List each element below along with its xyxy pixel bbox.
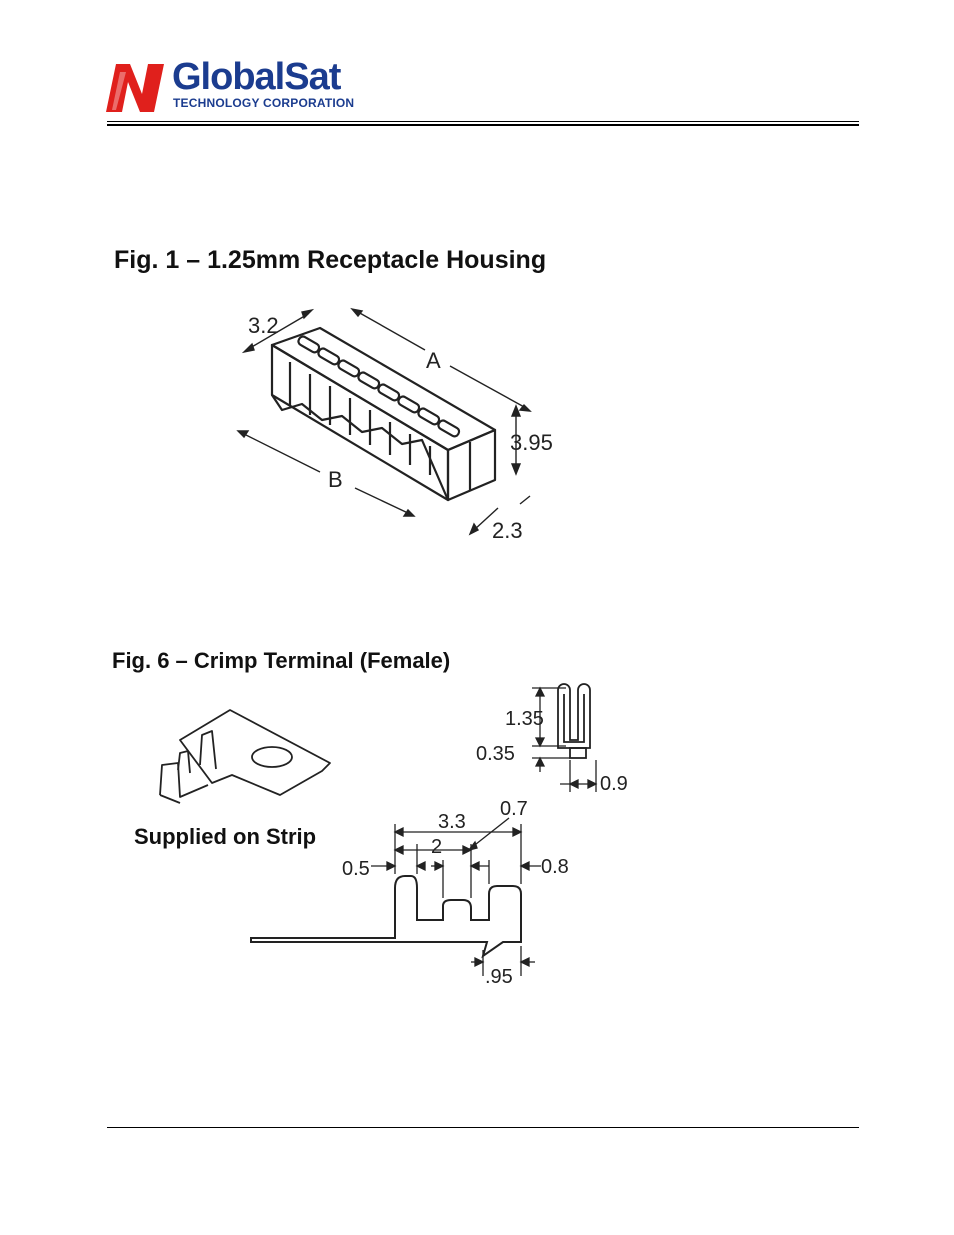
- dim-length-b-label: B: [328, 467, 343, 492]
- end-width-label: 0.9: [600, 773, 628, 795]
- logo-wordmark: GlobalSat: [172, 56, 340, 99]
- logo-subtitle: TECHNOLOGY CORPORATION: [173, 96, 354, 110]
- dim-depth-label: 2.3: [492, 518, 523, 543]
- side-overall-label: 3.3: [438, 811, 466, 833]
- dim-length-a-label: A: [426, 348, 441, 373]
- globalsat-logo: GlobalSat TECHNOLOGY CORPORATION: [106, 60, 366, 116]
- globalsat-mark-icon: [106, 64, 166, 112]
- side-slot-label: 0.7: [500, 798, 528, 820]
- dim-width-label: 3.2: [248, 313, 279, 338]
- end-gap-label: 0.35: [476, 743, 515, 765]
- figure1-title: Fig. 1 – 1.25mm Receptacle Housing: [114, 246, 546, 275]
- dim-height-label: 3.95: [510, 430, 553, 455]
- side-inner-label: 2: [431, 836, 442, 858]
- side-tip-label: .95: [485, 966, 513, 988]
- side-left-tab-label: 0.5: [342, 858, 370, 880]
- footer-rule: [107, 1127, 859, 1128]
- terminal-end-view-drawing: 1.35 0.35 0.9: [470, 680, 650, 800]
- end-height-label: 1.35: [505, 708, 544, 730]
- header-rule: [107, 121, 859, 126]
- receptacle-housing-drawing: 3.2 A 3.95 B 2.3: [230, 300, 570, 550]
- side-right-tab-label: 0.8: [541, 856, 569, 878]
- figure6-title: Fig. 6 – Crimp Terminal (Female): [112, 648, 450, 674]
- terminal-side-view-drawing: 3.3 0.7 2 0.5 0.8 .95: [245, 790, 585, 995]
